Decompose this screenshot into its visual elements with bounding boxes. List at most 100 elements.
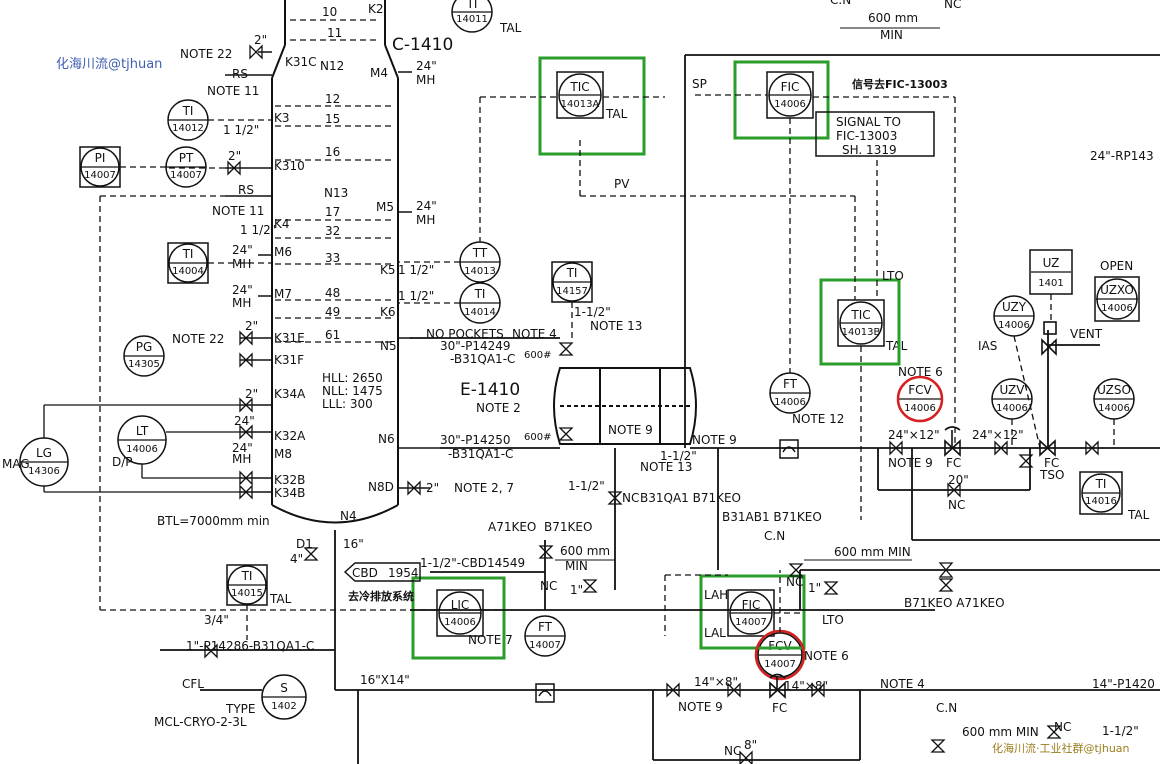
dim-600: 600 mm (560, 544, 610, 558)
fcv-14006-num: 14006 (904, 403, 936, 414)
fcv-14007-num: 14007 (764, 659, 796, 670)
nozzle-label: K32A (274, 429, 306, 443)
line-rp143: 24"-RP143 (1090, 149, 1154, 163)
flow-elements (535, 439, 799, 703)
size-label: 2" (254, 33, 267, 47)
pg-14305-num: 14305 (128, 359, 160, 370)
size-label: 24" (416, 199, 437, 213)
nozzle-label: N13 (324, 186, 348, 200)
nozzle-label: M4 (370, 66, 388, 80)
signal-box-line2: FIC-13003 (836, 129, 897, 143)
ti-14015-num: 14015 (231, 588, 263, 599)
tray-lines (275, 19, 395, 343)
rating-label: 600# (524, 350, 551, 361)
tray-number: 49 (325, 305, 340, 319)
lg-14306-func: LG (36, 446, 52, 460)
fc-label: FC (946, 456, 961, 470)
uzxo-14006-num: 14006 (1101, 303, 1133, 314)
pv-label: PV (614, 177, 630, 191)
dim-600-min: 600 mm MIN (834, 545, 911, 559)
nozzle-label: K31E (274, 331, 305, 345)
nozzle-label: N5 (380, 339, 397, 353)
hll-label: HLL: 2650 (322, 371, 383, 385)
note-6-label-2: NOTE 6 (804, 649, 849, 663)
nozzle-label: D1 (296, 537, 313, 551)
lic-14006-num: 14006 (444, 617, 476, 628)
lll-label: LLL: 300 (322, 397, 373, 411)
tray-number: 15 (325, 112, 340, 126)
tal-label: TAL (885, 339, 908, 353)
highlight-boxes (411, 56, 901, 660)
size-label: 1 1/2" (240, 223, 276, 237)
ft-14006-num: 14006 (774, 397, 806, 408)
spec-a71keo: A71KEO (488, 520, 536, 534)
size-14x8: 14"×8" (694, 675, 738, 689)
ti-14011-num: 14011 (456, 14, 488, 25)
uzso-14006-func: UZSO (1097, 383, 1131, 397)
tray-number: 33 (325, 251, 340, 265)
min-label: MIN (565, 559, 588, 573)
to-cold-blowdown-cn: 去冷排放系统 (348, 589, 414, 603)
tal-label: TAL (499, 21, 522, 35)
size-1-b: 1" (570, 583, 583, 597)
size-20: 20" (948, 473, 969, 487)
lic-14006-func: LIC (451, 598, 470, 612)
nozzle-label: K3 (274, 111, 290, 125)
uzv-14006-num: 14006 (996, 403, 1028, 414)
size-label: 2" (245, 387, 258, 401)
lg-14306-num: 14306 (28, 466, 60, 477)
lt-14006-num: 14006 (126, 444, 158, 455)
size-label: 24" (416, 59, 437, 73)
ti-14016-num: 14016 (1085, 496, 1117, 507)
note-7-label: NOTE 7 (468, 633, 513, 647)
fcv-14006-func: FCV (908, 383, 932, 397)
tray-number: 48 (325, 286, 340, 300)
note-11-label-2: NOTE 11 (212, 204, 264, 218)
nozzle-label: M5 (376, 200, 394, 214)
signal-box-line1: SIGNAL TO (836, 115, 901, 129)
tic-14013b-num: 14013B (842, 327, 881, 338)
size-label: 24" (232, 283, 253, 297)
pi-14007-func: PI (95, 151, 106, 165)
note-13-label: NOTE 13 (590, 319, 642, 333)
exchanger-e1410 (553, 367, 697, 445)
note-22-label-2: NOTE 22 (172, 332, 224, 346)
nozzle-label: K34B (274, 486, 305, 500)
size-label: 24" (234, 414, 255, 428)
uz-1401-num: 1401 (1038, 278, 1063, 289)
lg-lt-connection (43, 404, 240, 493)
lt-14006-func: LT (136, 424, 149, 438)
size-label: 1 1/2" (223, 123, 259, 137)
ti-14157-func: TI (566, 266, 578, 280)
dp-label: D/P (112, 455, 133, 469)
nozzle-label: M7 (274, 287, 292, 301)
ti-14012-num: 14012 (172, 123, 204, 134)
type-value: MCL-CRYO-2-3L (154, 715, 247, 729)
size-34: 3/4" (204, 613, 229, 627)
size-label: 4" (290, 552, 303, 566)
tic-14013b-func: TIC (850, 308, 870, 322)
size-label: 2" (228, 149, 241, 163)
nc-label-6: NC (944, 0, 961, 11)
note-9-label-4: NOTE 9 (678, 700, 723, 714)
nozzle-label: N12 (320, 59, 344, 73)
min-label-2: MIN (880, 28, 903, 42)
ti-14012-func: TI (182, 104, 194, 118)
ft-14007-num: 14007 (529, 640, 561, 651)
pt-14007-num: 14007 (170, 170, 202, 181)
nozzle-label: N8D (368, 480, 394, 494)
size-label: MH (416, 73, 435, 87)
open-label: OPEN (1100, 259, 1133, 273)
note-11-label: NOTE 11 (207, 84, 259, 98)
lah-label: LAH (704, 588, 728, 602)
nozzle-label: K4 (274, 217, 290, 231)
nc-label-2: NC (622, 491, 639, 505)
size-14x8-2: 14"×8" (784, 679, 828, 693)
note-9-label-3: NOTE 9 (888, 456, 933, 470)
note-9-label: NOTE 9 (692, 433, 737, 447)
pi-14007-num: 14007 (84, 170, 116, 181)
cbd-number: 1954 (388, 566, 419, 580)
tal-label: TAL (269, 592, 292, 606)
btl-label: BTL=7000mm min (157, 514, 270, 528)
